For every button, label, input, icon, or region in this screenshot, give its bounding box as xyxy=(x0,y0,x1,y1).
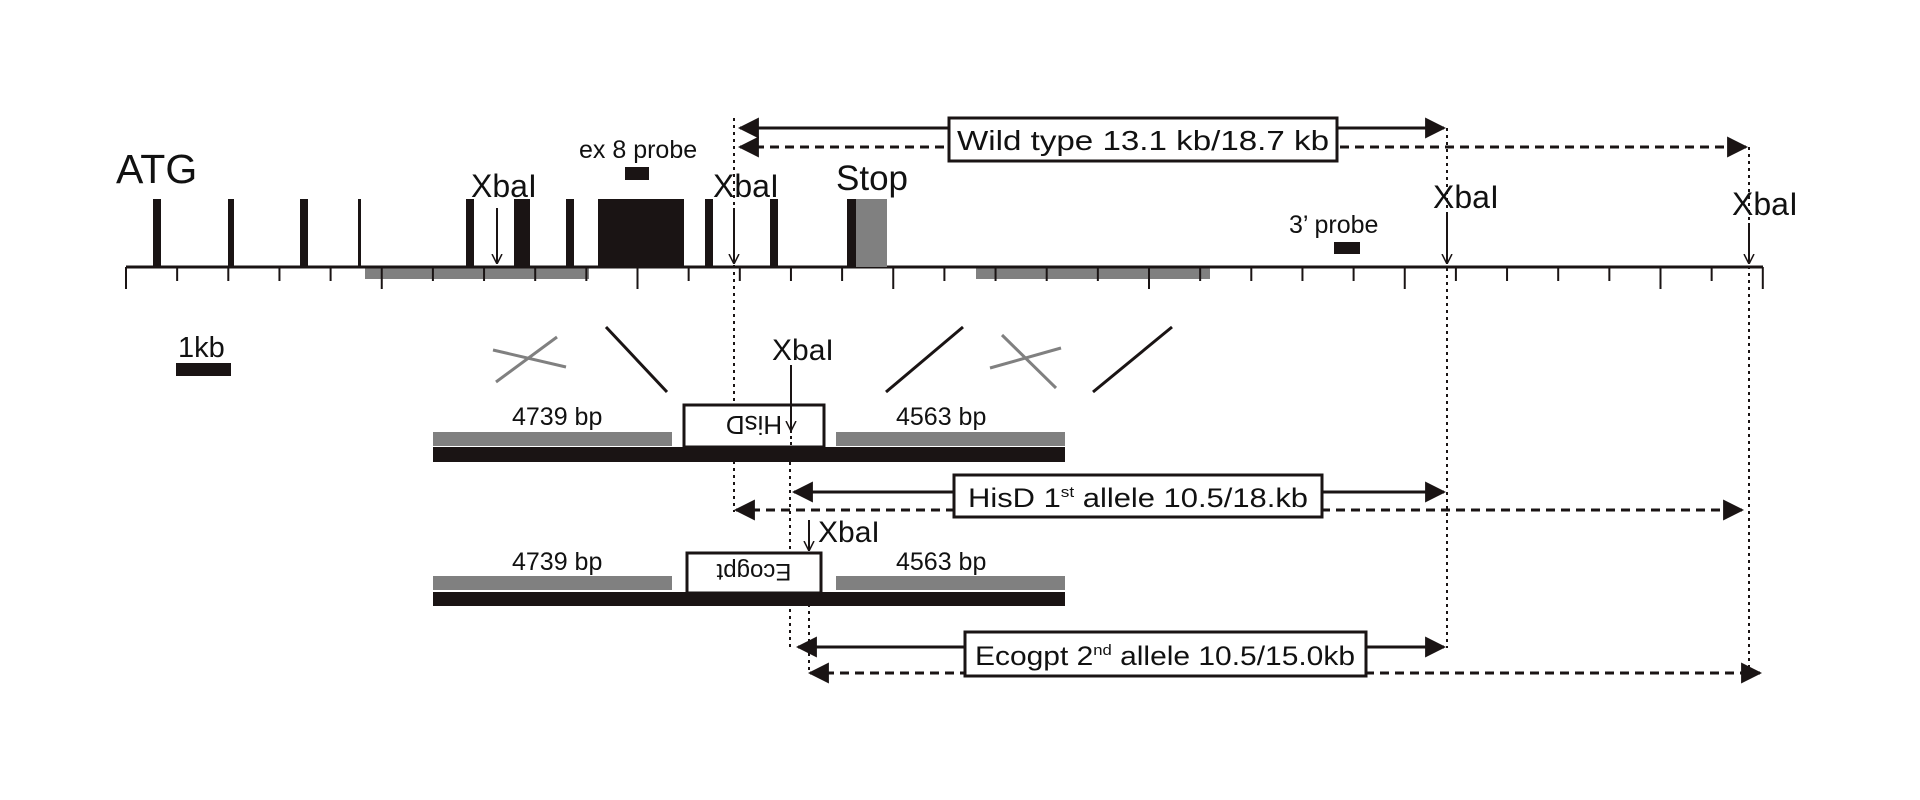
hisd-allele-prefix: HisD 1 xyxy=(968,483,1061,513)
xbal-site-label: XbaI xyxy=(1732,186,1798,222)
vector-backbone xyxy=(433,592,1065,606)
exons xyxy=(153,199,856,267)
left-arm xyxy=(433,576,672,590)
ex8-probe xyxy=(625,167,649,180)
xbal-site-label: XbaI xyxy=(772,334,834,367)
hisd-cassette xyxy=(682,403,826,449)
atg-label: ATG xyxy=(116,146,197,192)
ecogpt-allele-sup: nd xyxy=(1093,642,1112,659)
left-arm xyxy=(433,432,672,446)
hisd-allele-suffix: allele 10.5/18.kb xyxy=(1074,483,1308,513)
scale-bar xyxy=(176,363,231,376)
xbal-site-label: XbaI xyxy=(1433,179,1499,215)
right-arm-length: 4563 bp xyxy=(896,403,986,431)
hisd-allele-label-box xyxy=(952,473,1324,519)
ecogpt-allele-suffix: allele 10.5/15.0kb xyxy=(1112,641,1355,671)
ecogpt-targeting-construct: XbaI Ecogpt 4739 bp 4563 bp xyxy=(433,516,1065,606)
recombination-lines xyxy=(492,325,1173,394)
scale-bar-label: 1kb xyxy=(178,332,225,364)
exon xyxy=(566,199,574,267)
ecogpt-allele-label-box xyxy=(963,630,1368,678)
right-arm xyxy=(836,432,1065,446)
three-prime-probe xyxy=(1334,242,1360,254)
exon xyxy=(514,199,530,267)
right-homology-region xyxy=(976,267,1210,279)
xbal-site-label: XbaI xyxy=(713,168,779,204)
hisd-cassette-label: HisD xyxy=(726,410,782,440)
exon-last xyxy=(847,199,856,267)
wild-type-label: Wild type 13.1 kb/18.7 kb xyxy=(957,125,1329,156)
ex8-probe-label: ex 8 probe xyxy=(579,136,697,164)
hisd-targeting-construct: XbaI HisD 4739 bp 4563 bp xyxy=(433,334,1065,462)
right-arm-length: 4563 bp xyxy=(896,548,986,576)
right-arm xyxy=(836,576,1065,590)
stop-label: Stop xyxy=(836,159,908,198)
exon xyxy=(466,199,474,267)
crossover-icon xyxy=(1000,333,1058,390)
crossover-icon xyxy=(495,335,558,384)
three-prime-probe-label: 3’ probe xyxy=(1289,211,1378,239)
scale-ticks xyxy=(125,267,1764,289)
gene-locus: ATG Stop ex 8 probe 3’ probe XbaI XbaI X… xyxy=(116,136,1798,289)
exon xyxy=(770,199,778,267)
left-arm-length: 4739 bp xyxy=(512,403,602,431)
wild-type-label-box xyxy=(947,116,1339,163)
hisd-allele-sup: st xyxy=(1061,484,1075,501)
ecogpt-allele-prefix: Ecogpt 2 xyxy=(975,641,1093,671)
utr-3 xyxy=(856,199,887,267)
exon xyxy=(228,199,234,267)
ecogpt-cassette-label: Ecogpt xyxy=(716,558,791,585)
exon xyxy=(300,199,308,267)
exon-8 xyxy=(598,199,684,267)
wild-type-fragments: Wild type 13.1 kb/18.7 kb xyxy=(737,116,1749,163)
xbal-site-label: XbaI xyxy=(471,168,537,204)
left-homology-region xyxy=(365,267,589,279)
vector-backbone xyxy=(433,447,1065,462)
left-arm-length: 4739 bp xyxy=(512,548,602,576)
ecogpt-cassette xyxy=(685,551,823,595)
xbal-site-label: XbaI xyxy=(818,516,880,549)
exon xyxy=(705,199,713,267)
exon xyxy=(153,199,161,267)
exon xyxy=(358,199,361,267)
